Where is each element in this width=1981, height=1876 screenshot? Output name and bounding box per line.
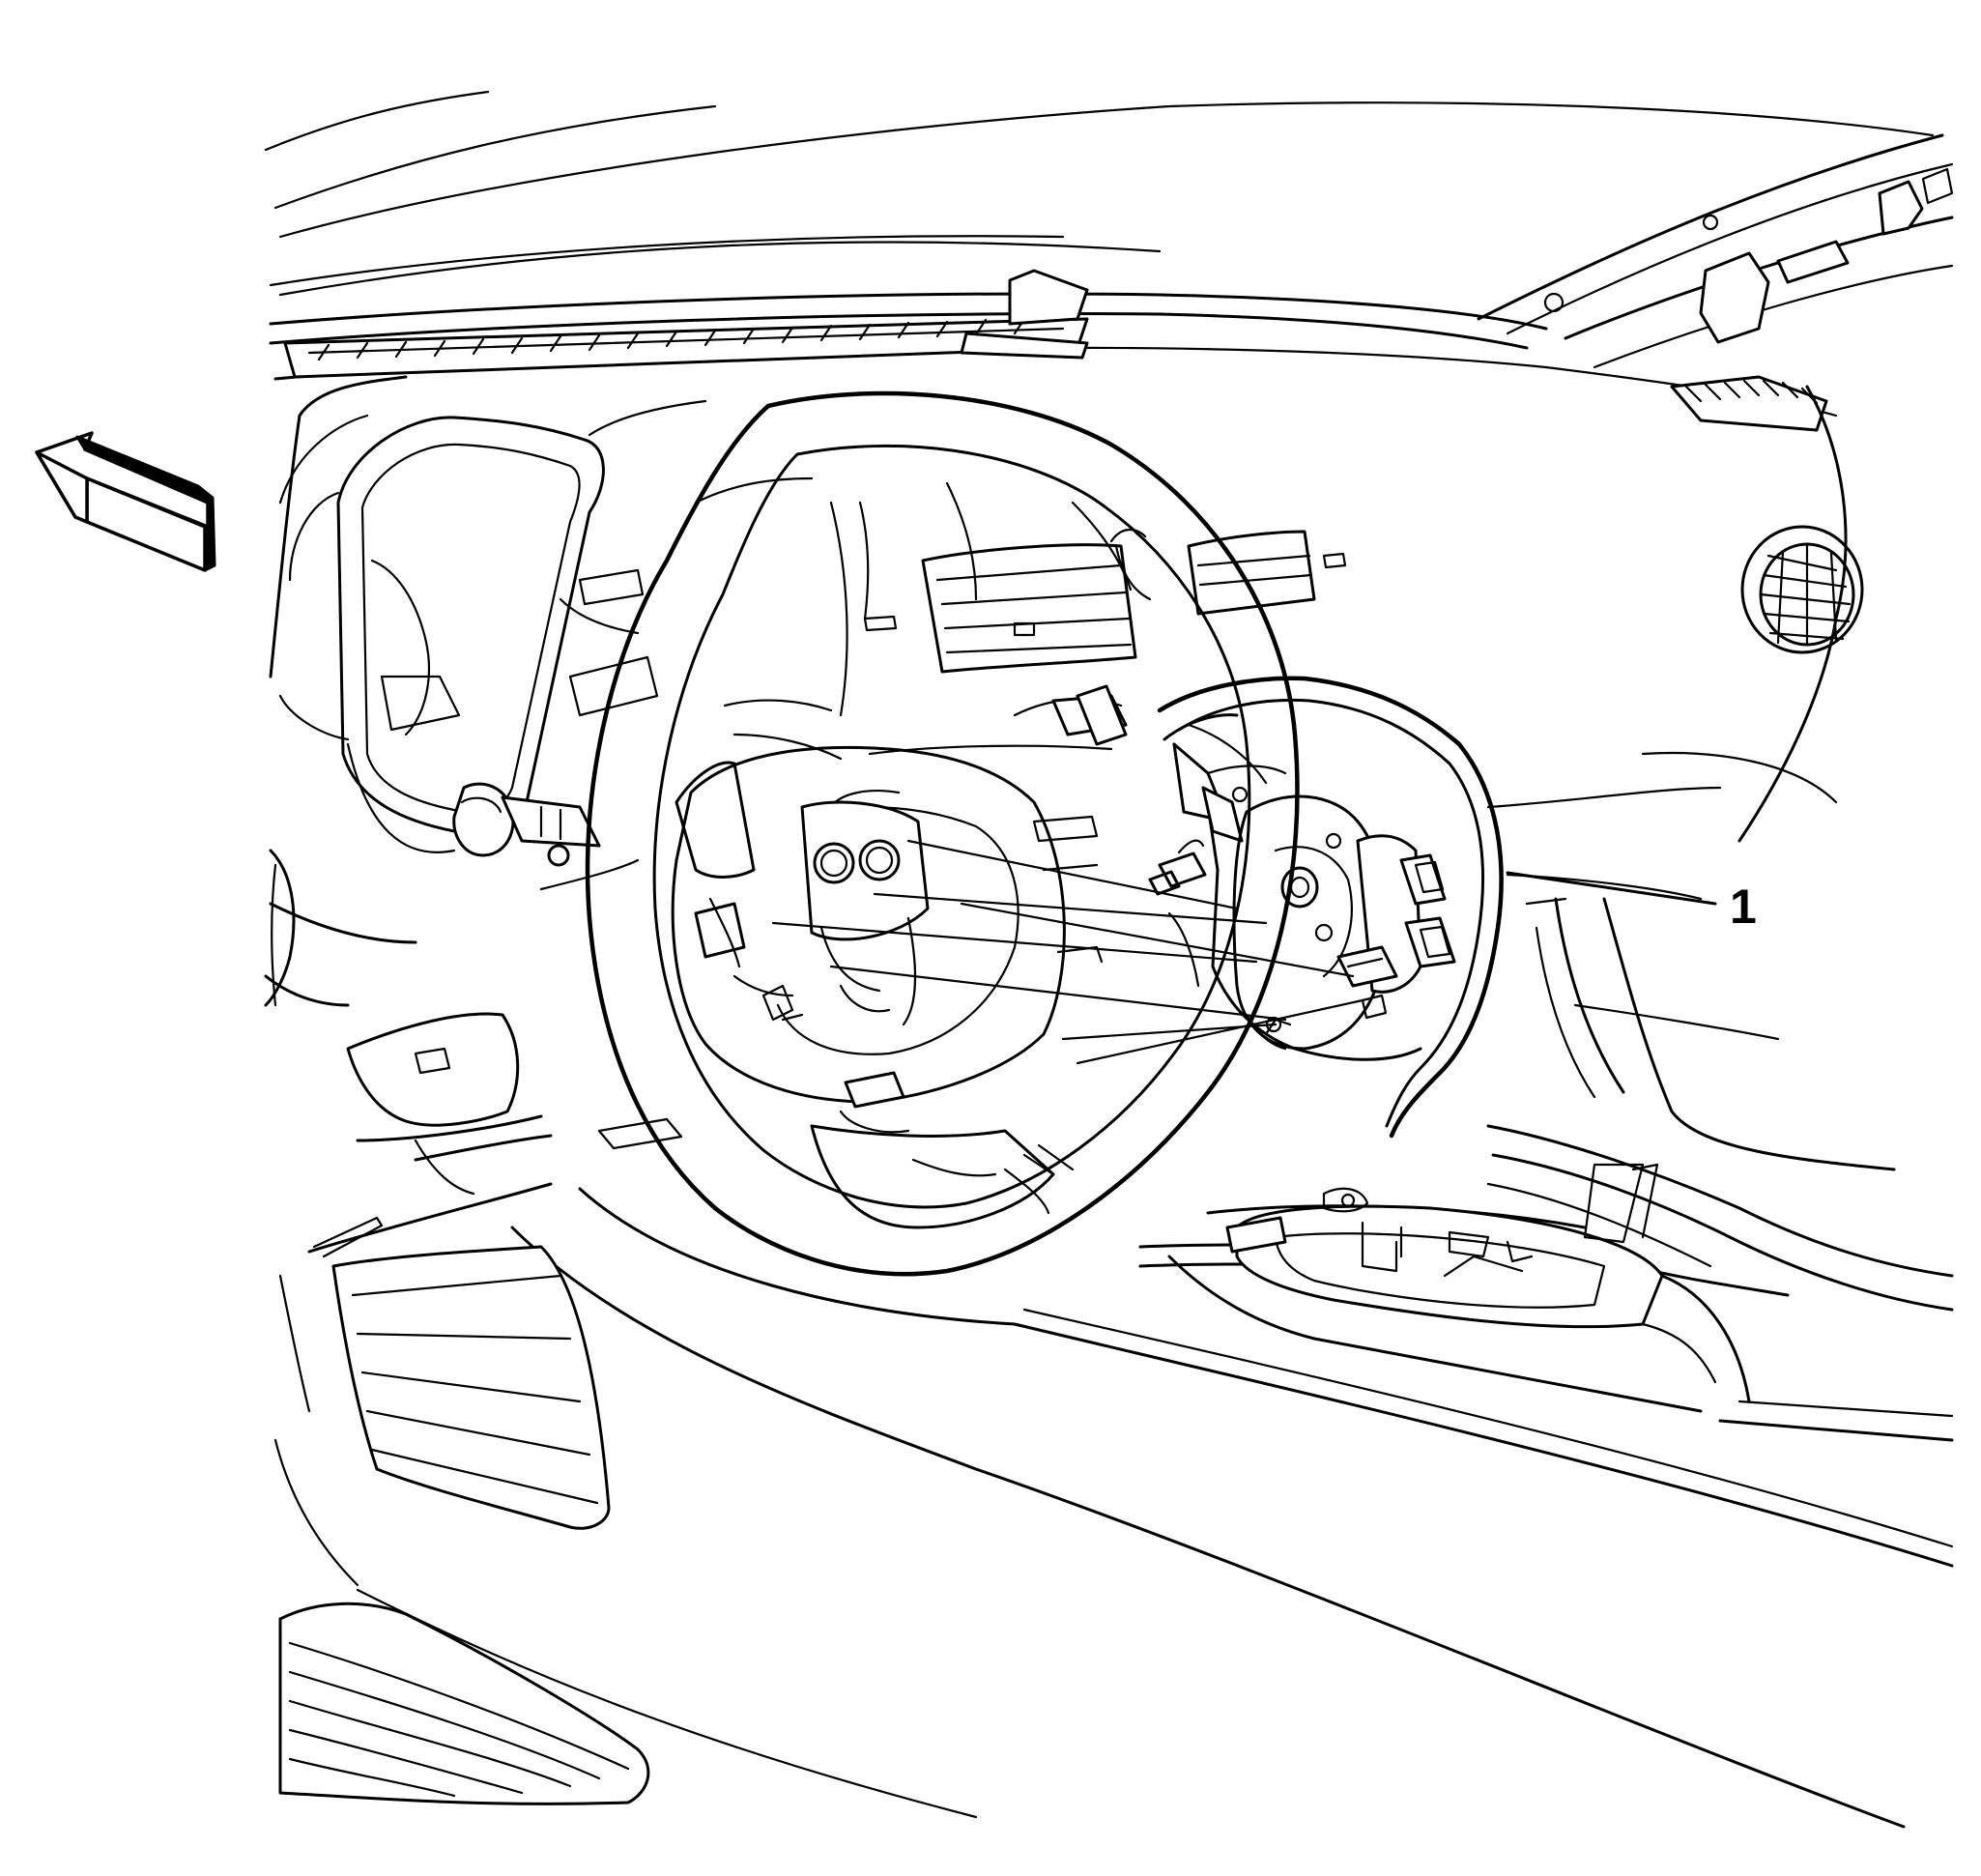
callout-1: 1 [1506,871,1757,934]
dash-top [269,269,1838,432]
forward-direction-arrow-icon [35,431,216,572]
alignment-leader-lines [771,839,1364,1065]
dash-left-panel [264,375,707,1196]
steering-wheel [585,390,1300,1277]
callout-1-label: 1 [1730,880,1757,934]
a-pillar [1477,133,1954,369]
right-dash [1486,385,1896,1171]
sill-plate [278,1602,650,1805]
instrument-cluster-bezel [278,414,605,853]
windshield-lines [264,90,1935,297]
airbag-module [1148,676,1504,1139]
defrost-vent-slats [307,317,1065,361]
accelerator-pedal [312,1216,611,1530]
center-console [1138,1124,1954,1442]
turn-signal-stalk [452,782,601,867]
center-air-vents [694,476,1347,756]
round-air-vent [1740,525,1864,654]
